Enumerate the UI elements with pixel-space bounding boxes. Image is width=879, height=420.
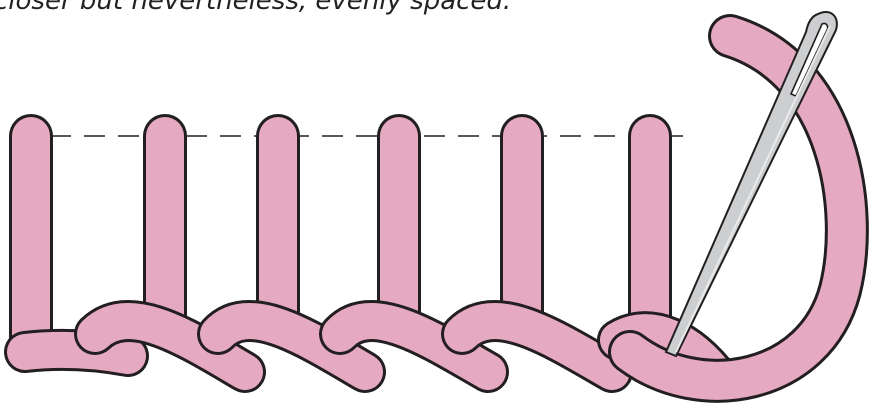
loop-left-tail [25,350,128,356]
